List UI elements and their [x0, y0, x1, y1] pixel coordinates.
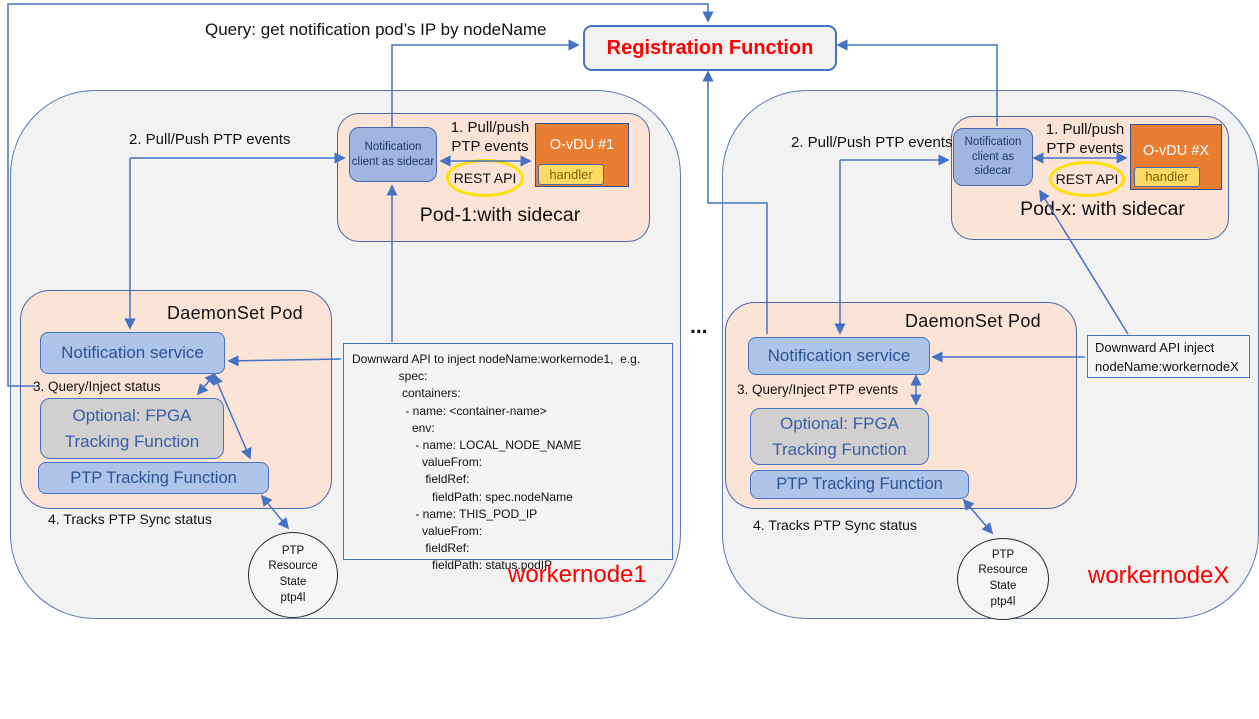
pod1-ovdu-label: O-vDU #1 — [549, 137, 615, 153]
pod1-handler-box: handler — [538, 164, 604, 185]
workernode1-ptp-resource-circle: PTP Resource State ptp4l — [248, 532, 338, 618]
pod1-rest-api-ellipse: REST API — [446, 159, 524, 197]
workernode1-name: workernode1 — [508, 561, 647, 588]
podx-handler-label: handler — [1145, 169, 1189, 184]
podx-pullpush-label: 1. Pull/push PTP events — [1045, 121, 1125, 157]
workernodex-events-label: 2. Pull/Push PTP events — [791, 134, 953, 151]
workernodex-query-inject-label: 3. Query/Inject PTP events — [737, 382, 899, 397]
workernodex-tracks-label: 4. Tracks PTP Sync status — [753, 517, 917, 533]
workernodex-daemonset-title: DaemonSet Pod — [905, 311, 1041, 331]
workernode1-notification-service-label: Notification service — [61, 343, 204, 362]
pod1-ovdu-box: O-vDU #1 handler — [535, 123, 629, 187]
pod1-handler-label: handler — [549, 167, 593, 182]
workernodex-notification-service-label: Notification service — [767, 346, 911, 365]
workernode1-events-label: 2. Pull/Push PTP events — [129, 131, 291, 148]
workernode1-query-inject-label: 3. Query/Inject status — [33, 379, 161, 394]
podx-title: Pod-x: with sidecar — [1020, 198, 1185, 220]
registration-function-label: Registration Function — [606, 36, 814, 59]
query-label: Query: get notification pod’s IP by node… — [205, 20, 547, 39]
workernodex-notification-service-box: Notification service — [748, 337, 930, 375]
podx-rest-api-ellipse: REST API — [1049, 161, 1125, 197]
podx-handler-box: handler — [1134, 167, 1200, 187]
podx-notification-client-box: Notification client as sidecar — [953, 128, 1033, 186]
nodes-ellipsis: ... — [690, 315, 708, 338]
workernodex-ptp-tracking-box: PTP Tracking Function — [750, 470, 969, 499]
workernode1-ptp-tracking-label: PTP Tracking Function — [70, 468, 237, 487]
workernodex-ptp-tracking-label: PTP Tracking Function — [776, 475, 943, 493]
workernode1-fpga-box: Optional: FPGA Tracking Function — [40, 398, 224, 459]
podx-ovdu-label: O-vDU #X — [1142, 143, 1210, 159]
workernode1-fpga-label: Optional: FPGA Tracking Function — [64, 406, 200, 451]
podx-notification-client-label: Notification client as sidecar — [964, 135, 1022, 178]
workernode1-daemonset-title: DaemonSet Pod — [167, 303, 303, 323]
workernodex-fpga-box: Optional: FPGA Tracking Function — [750, 408, 929, 465]
workernode1-notification-service-box: Notification service — [40, 332, 225, 374]
pod1-rest-api-label: REST API — [453, 170, 517, 186]
workernodex-ptp-resource-circle: PTP Resource State ptp4l — [957, 538, 1049, 620]
registration-function-box: Registration Function — [583, 25, 837, 71]
pod1-notification-client-box: Notification client as sidecar — [349, 127, 437, 182]
pod1-title: Pod-1:with sidecar — [419, 204, 581, 226]
workernode1-downward-api-box: Downward API to inject nodeName:workerno… — [343, 343, 673, 572]
workernodex-name: workernodeX — [1088, 562, 1230, 589]
workernode1-tracks-label: 4. Tracks PTP Sync status — [48, 511, 212, 527]
pod1-pullpush-label: 1. Pull/push PTP events — [450, 119, 530, 155]
podx-ovdu-box: O-vDU #X handler — [1130, 124, 1222, 190]
workernodex-fpga-label: Optional: FPGA Tracking Function — [772, 414, 907, 459]
workernodex-downward-api-box: Downward API inject nodeName:workernodeX — [1087, 335, 1250, 378]
pod1-notification-client-label: Notification client as sidecar — [351, 140, 435, 168]
workernode1-ptp-tracking-box: PTP Tracking Function — [38, 462, 269, 494]
podx-rest-api-label: REST API — [1055, 171, 1119, 187]
